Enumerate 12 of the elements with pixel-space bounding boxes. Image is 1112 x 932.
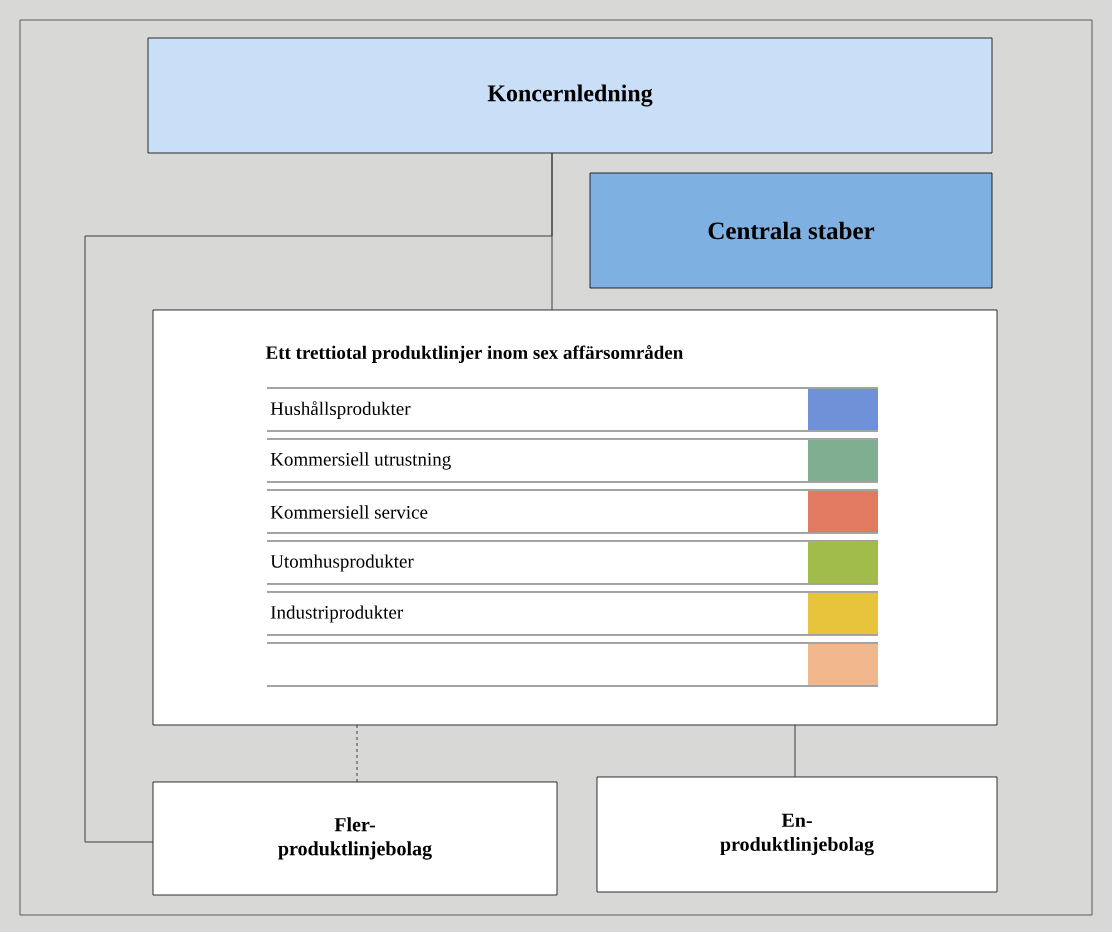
management-box: Koncernledning: [147, 37, 993, 154]
legend-text: Industriprodukter: [270, 605, 403, 623]
subsidiary-box: En- produktlinjebolag: [596, 776, 998, 893]
connector-line: [794, 724, 796, 778]
subsidiary-box: Fler- produktlinjebolag: [152, 781, 558, 896]
connector-line: [356, 724, 358, 783]
connector-line: [84, 152, 553, 843]
legend-text: Kommersiell utrustning: [270, 452, 451, 470]
legend-text: Kommersiell service: [270, 505, 428, 519]
staff-box: Centrala staber: [589, 172, 993, 289]
legend-text: Utomhusprodukter: [270, 554, 414, 572]
legend-text: Hushållsprodukter: [270, 401, 411, 419]
